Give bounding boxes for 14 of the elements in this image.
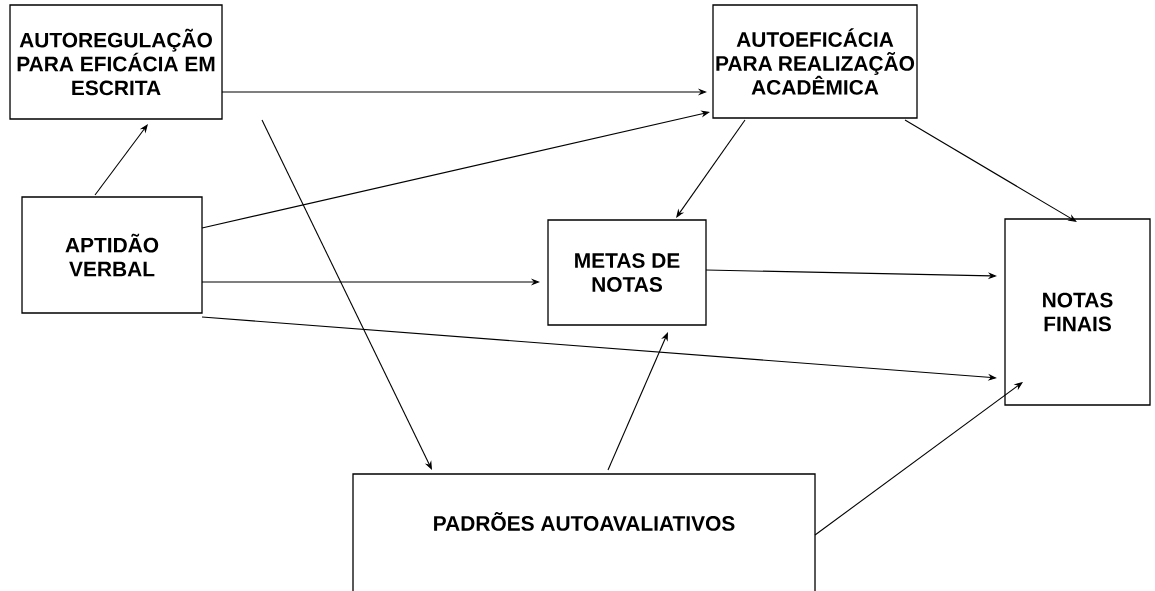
box: AUTOREGULAÇÃO PARA EFICÁCIA EM ESCRITA	[9, 4, 223, 120]
arrow	[814, 382, 1023, 536]
arrow	[904, 119, 1077, 222]
arrow	[201, 110, 710, 229]
box: NOTAS FINAIS	[1004, 218, 1151, 406]
box: PADRÕES AUTOAVALIATIVOS	[352, 473, 816, 591]
box: METAS DE NOTAS	[547, 219, 707, 326]
arrow	[261, 119, 432, 470]
arrow	[201, 316, 997, 381]
arrow	[607, 332, 668, 471]
box: AUTOEFICÁCIA PARA REALIZAÇÃO ACADÊMICA	[712, 4, 918, 119]
box: APTIDÃO VERBAL	[21, 196, 203, 314]
arrow	[94, 124, 148, 196]
arrow	[676, 119, 746, 218]
